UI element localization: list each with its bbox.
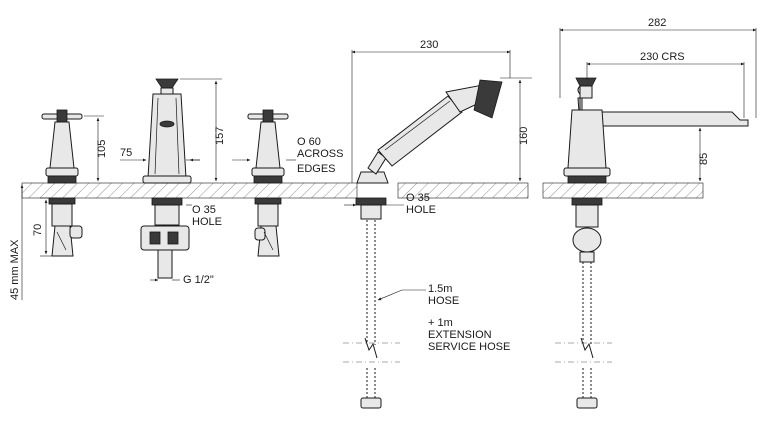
dim-crs: 230 CRS — [640, 51, 685, 63]
dim-tap-height: 105 — [96, 140, 108, 158]
label-across-2: ACROSS — [297, 148, 343, 160]
label-hole-front-2: HOLE — [406, 204, 436, 216]
dim-max-deck: 45 mm MAX — [9, 239, 21, 300]
dimension-lines — [20, 28, 757, 301]
label-ext-1: + 1m — [428, 317, 453, 329]
right-tap — [247, 109, 289, 257]
label-hose-1: 1.5m — [428, 283, 452, 295]
label-ext-2: EXTENSION — [428, 329, 492, 341]
label-across-1: O 60 — [297, 136, 321, 148]
dim-spout-reach: 230 — [420, 39, 438, 51]
handshower — [355, 79, 503, 220]
drawing-text: 282 230 230 CRS 160 105 157 75 85 70 45 … — [9, 17, 710, 353]
deck-side-view — [542, 182, 704, 199]
label-hole-center: O 35 — [192, 204, 216, 216]
label-hole-center-2: HOLE — [192, 216, 222, 228]
left-tap — [41, 109, 83, 257]
side-view — [563, 77, 749, 409]
dim-tail-length: 70 — [32, 224, 44, 236]
deck-front-view — [21, 182, 529, 199]
label-hose-2: HOSE — [428, 295, 459, 307]
hose-front — [360, 220, 382, 409]
label-ext-3: SERVICE HOSE — [428, 341, 510, 353]
dim-spout-base: 75 — [120, 147, 132, 159]
center-spout — [140, 78, 192, 279]
dim-spout-clearance: 85 — [698, 153, 710, 165]
label-thread: G 1/2" — [183, 274, 214, 286]
break-lines — [343, 337, 612, 363]
label-across-3: EDGES — [297, 163, 336, 175]
label-hole-front: O 35 — [406, 192, 430, 204]
dim-handshower-height: 160 — [518, 127, 530, 145]
dim-overall-width: 282 — [648, 17, 666, 29]
dim-spout-height: 157 — [214, 127, 226, 145]
